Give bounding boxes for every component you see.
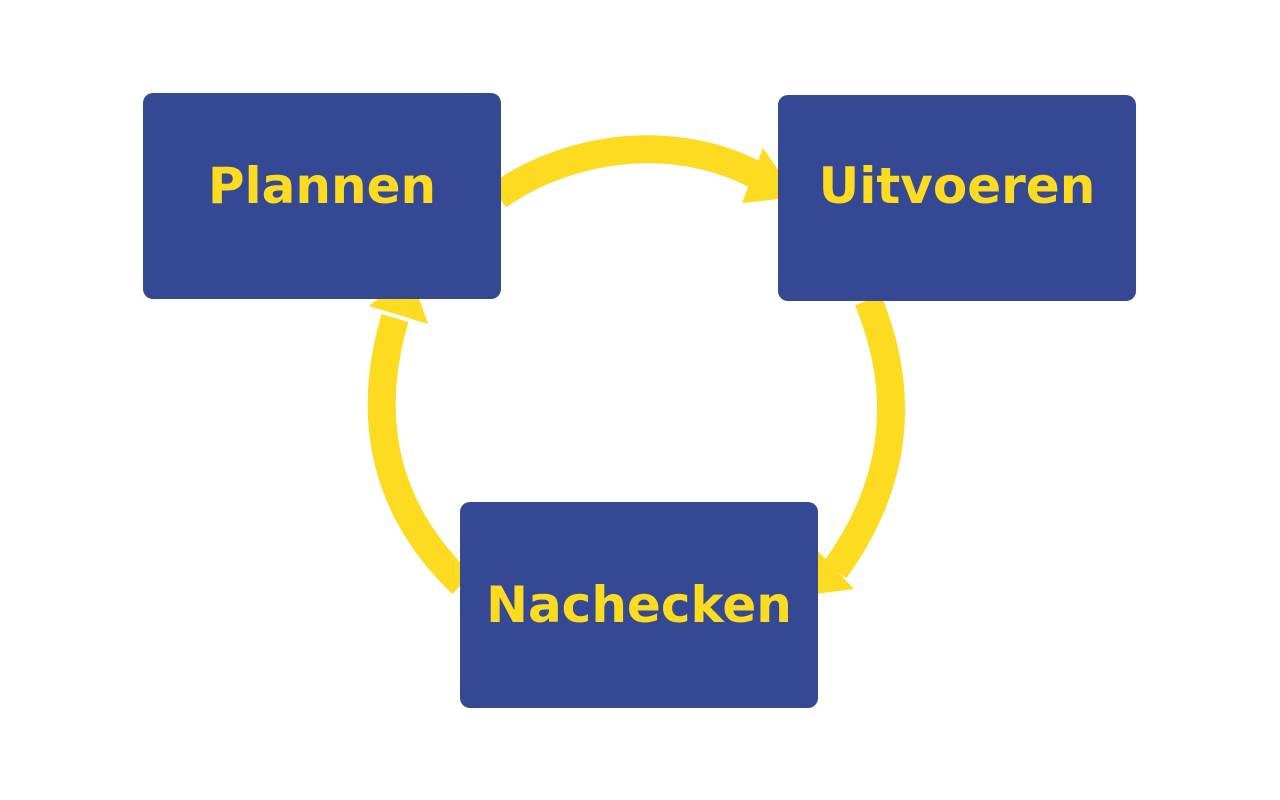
arrow-plannen-to-uitvoeren bbox=[489, 135, 773, 208]
arrow-nachecken-to-plannen bbox=[367, 314, 472, 595]
arrow-uitvoeren-to-nachecken bbox=[823, 294, 906, 579]
node-uitvoeren: Uitvoeren bbox=[778, 95, 1136, 301]
node-label-plannen: Plannen bbox=[208, 157, 436, 215]
node-plannen: Plannen bbox=[143, 93, 501, 299]
node-box-nachecken bbox=[460, 502, 818, 708]
node-label-uitvoeren: Uitvoeren bbox=[819, 157, 1096, 215]
node-box-plannen bbox=[143, 93, 501, 299]
node-box-uitvoeren bbox=[778, 95, 1136, 301]
node-label-nachecken: Nachecken bbox=[486, 576, 792, 634]
node-nachecken: Nachecken bbox=[460, 502, 818, 708]
